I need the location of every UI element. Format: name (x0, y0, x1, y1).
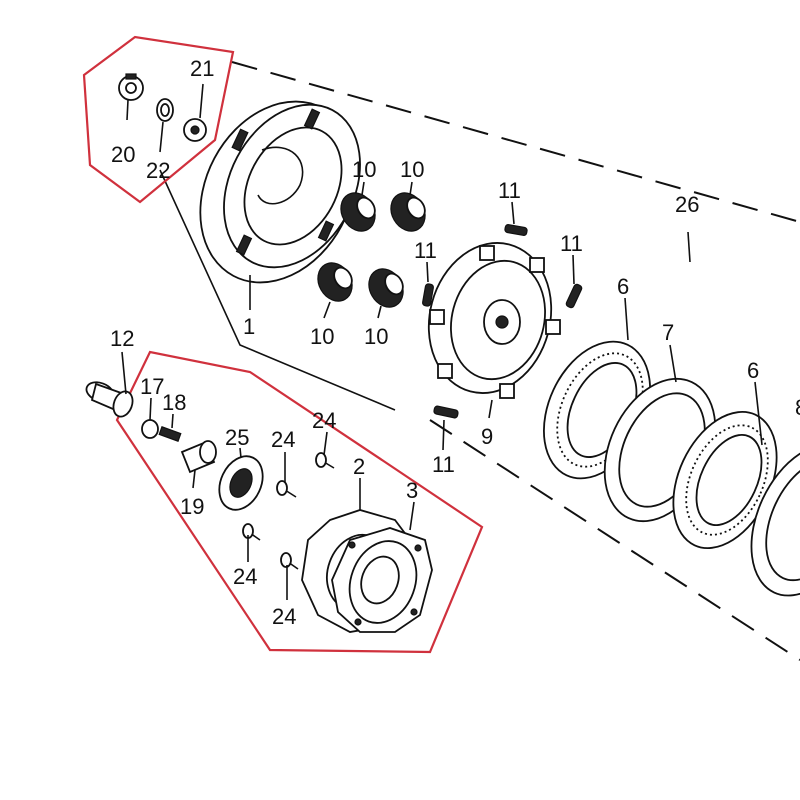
label-part-1: 1 (243, 314, 255, 339)
pin-part-11-a (504, 224, 528, 236)
leader-lines (121, 83, 763, 600)
part-labels: 20 22 21 1 10 10 10 10 11 11 11 11 9 6 7… (110, 56, 800, 629)
highlight-outline-top (82, 35, 235, 204)
label-part-24-a: 24 (271, 427, 295, 452)
label-part-21: 21 (190, 56, 214, 81)
label-part-3: 3 (406, 478, 418, 503)
washer-part-22 (156, 98, 174, 122)
label-part-11-a: 11 (498, 178, 521, 203)
bolt-part-24-a (276, 480, 297, 498)
pin-part-17 (141, 419, 159, 439)
spring-part-18 (158, 426, 182, 442)
label-part-22: 22 (146, 158, 170, 183)
label-part-6-b: 6 (747, 358, 759, 383)
label-part-7: 7 (662, 320, 674, 345)
castle-nut-part-20 (118, 73, 144, 101)
spring-part-10-a (340, 192, 376, 232)
label-part-19: 19 (180, 494, 204, 519)
label-part-26: 26 (675, 192, 699, 217)
pin-part-11-c (565, 283, 583, 309)
friction-disc-part-6-b (672, 411, 778, 549)
spring-part-10-c (317, 262, 353, 302)
label-part-6-a: 6 (617, 274, 629, 299)
label-part-10-d: 10 (364, 324, 388, 349)
label-part-24-b: 24 (312, 408, 336, 433)
label-part-25: 25 (225, 425, 249, 450)
spring-part-10-d (368, 268, 404, 308)
label-part-11-c: 11 (560, 231, 583, 256)
label-part-17: 17 (140, 374, 164, 399)
bearing-part-25 (218, 455, 264, 511)
spring-part-10-b (390, 192, 426, 232)
label-part-24-d: 24 (272, 604, 296, 629)
bolt-part-24-b (315, 452, 335, 469)
label-part-12: 12 (110, 326, 134, 351)
label-part-10-b: 10 (400, 157, 424, 182)
lock-washer-part-21 (183, 118, 207, 142)
lifter-cap-part-12 (85, 381, 134, 418)
collar-part-19 (180, 440, 217, 474)
label-part-8-partial: 8 (795, 395, 800, 420)
label-part-24-c: 24 (233, 564, 257, 589)
pin-part-11-b (422, 283, 434, 307)
clutch-center-part-9 (427, 242, 561, 399)
highlight-outline-bottom (115, 350, 484, 654)
label-part-10-a: 10 (352, 157, 376, 182)
label-part-10-c: 10 (310, 324, 334, 349)
pin-part-11-d (433, 405, 459, 419)
label-part-2: 2 (353, 454, 365, 479)
clutch-drum-part-1 (199, 100, 361, 284)
label-part-11-d: 11 (432, 452, 455, 477)
label-part-9: 9 (481, 424, 493, 449)
assembly-boundary (159, 61, 800, 661)
partial-plate-right (750, 443, 800, 597)
label-part-18: 18 (162, 390, 186, 415)
label-part-20: 20 (111, 142, 135, 167)
bolt-part-24-c (242, 523, 261, 541)
pressure-plate-part-3 (331, 527, 433, 633)
bolt-part-24-d (280, 552, 299, 570)
label-part-11-b: 11 (414, 238, 437, 263)
